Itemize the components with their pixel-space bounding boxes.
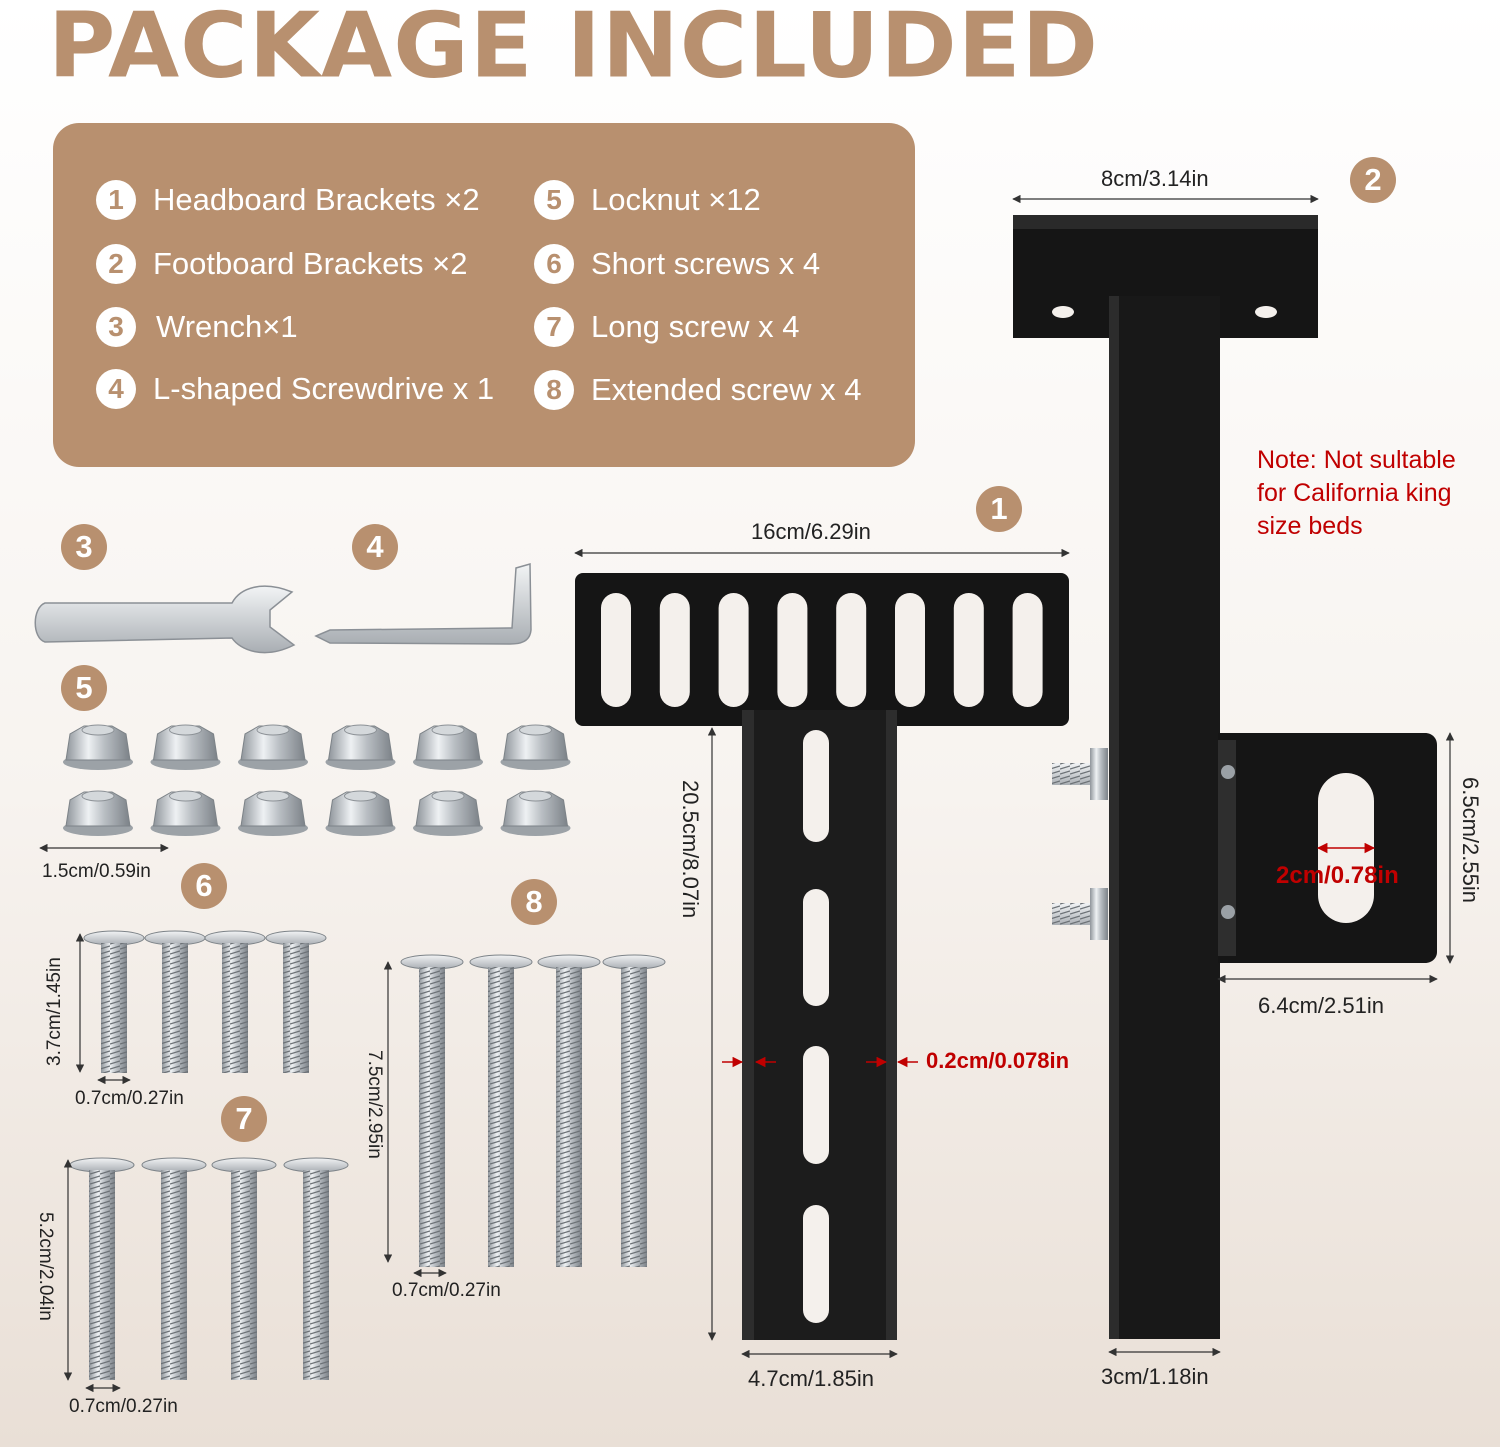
- badge-footboard: 2: [1350, 157, 1396, 203]
- badge-headboard: 1: [976, 486, 1022, 532]
- item-label: Short screws x 4: [591, 246, 821, 281]
- footboard-slot-width-label: 2cm/0.78in: [1276, 862, 1399, 889]
- screw-icon: [141, 1157, 207, 1380]
- item-number: 5: [534, 180, 574, 220]
- short-screw-width-label: 0.7cm/0.27in: [75, 1088, 184, 1109]
- list-item: 6 Short screws x 4: [534, 244, 820, 284]
- long-screw-group: [69, 1157, 349, 1380]
- dimension-lines: [39, 194, 1455, 1393]
- item-number: 7: [534, 307, 574, 347]
- badge-extended-screw: 8: [511, 879, 557, 925]
- item-number: 8: [534, 370, 574, 410]
- screw-icon: [69, 1157, 135, 1380]
- locknut-icon: [325, 790, 396, 836]
- page-title: PACKAGE INCLUDED: [48, 0, 1099, 98]
- long-screw-width-label: 0.7cm/0.27in: [69, 1396, 178, 1417]
- item-number: 6: [534, 244, 574, 284]
- screw-icon: [400, 954, 464, 1267]
- screw-icon: [144, 930, 206, 1073]
- list-item: 3 Wrench×1: [96, 307, 298, 347]
- item-number: 2: [96, 244, 136, 284]
- extended-screw-width-label: 0.7cm/0.27in: [392, 1280, 501, 1301]
- hex-key-icon: [314, 563, 532, 645]
- locknut-icon: [500, 724, 571, 770]
- short-screw-group: [83, 930, 327, 1073]
- red-dimension-lines: [722, 842, 1376, 1068]
- contents-panel: 1 Headboard Brackets ×2 2 Footboard Brac…: [53, 123, 915, 467]
- footboard-bracket: [1013, 215, 1437, 1339]
- badge-wrench: 3: [61, 524, 107, 570]
- item-label: Headboard Brackets ×2: [153, 182, 480, 217]
- list-item: 4 L-shaped Screwdrive x 1: [96, 369, 494, 409]
- item-number: 4: [96, 369, 136, 409]
- locknut-icon: [325, 724, 396, 770]
- locknut-icon: [63, 724, 133, 770]
- thickness-label: 0.2cm/0.078in: [926, 1048, 1070, 1073]
- footboard-top-width-label: 8cm/3.14in: [1101, 166, 1209, 191]
- footboard-plate-width-label: 6.4cm/2.51in: [1258, 993, 1384, 1018]
- list-item: 5 Locknut ×12: [534, 180, 761, 220]
- screw-icon: [204, 930, 266, 1073]
- badge-locknut: 5: [61, 665, 107, 711]
- list-item: 2 Footboard Brackets ×2: [96, 244, 467, 284]
- extended-screw-length-label: 7.5cm/2.95in: [364, 1050, 385, 1159]
- item-label: Locknut ×12: [591, 182, 761, 217]
- item-label: Extended screw x 4: [591, 372, 862, 407]
- headboard-bracket: [575, 573, 1069, 1340]
- screw-icon: [283, 1157, 349, 1380]
- footboard-post-width-label: 3cm/1.18in: [1101, 1364, 1209, 1389]
- screw-icon: [265, 930, 327, 1073]
- footboard-plate-height-label: 6.5cm/2.55in: [1458, 777, 1483, 903]
- locknut-icon: [413, 790, 483, 836]
- locknut-icon: [238, 790, 308, 836]
- note-text: Note: Not sultable for California king s…: [1257, 446, 1456, 540]
- locknut-icon: [238, 724, 308, 770]
- locknut-group: [63, 724, 571, 836]
- badge-hex-key: 4: [352, 524, 398, 570]
- screw-icon: [469, 954, 533, 1267]
- wrench-icon: [34, 585, 296, 654]
- list-item: 7 Long screw x 4: [534, 307, 800, 347]
- headboard-width-label: 16cm/6.29in: [751, 519, 871, 544]
- item-label: L-shaped Screwdrive x 1: [153, 371, 495, 406]
- screw-icon: [602, 954, 666, 1267]
- badge-short-screw: 6: [181, 863, 227, 909]
- locknut-width-label: 1.5cm/0.59in: [42, 861, 151, 882]
- item-label: Long screw x 4: [591, 309, 800, 344]
- long-screw-length-label: 5.2cm/2.04in: [35, 1212, 56, 1321]
- item-label: Wrench×1: [156, 309, 298, 344]
- list-item: 8 Extended screw x 4: [534, 370, 862, 410]
- short-screw-length-label: 3.7cm/1.45in: [44, 957, 65, 1066]
- badge-long-screw: 7: [221, 1096, 267, 1142]
- locknut-icon: [63, 790, 133, 836]
- locknut-icon: [150, 724, 221, 770]
- list-item: 1 Headboard Brackets ×2: [96, 180, 480, 220]
- screw-icon: [83, 930, 145, 1073]
- locknut-icon: [500, 790, 571, 836]
- item-number: 1: [96, 180, 136, 220]
- item-number: 3: [96, 307, 136, 347]
- headboard-height-label: 20.5cm/8.07in: [678, 780, 703, 919]
- locknut-icon: [150, 790, 221, 836]
- screw-icon: [537, 954, 601, 1267]
- extended-screw-group: [400, 954, 666, 1267]
- screw-icon: [211, 1157, 277, 1380]
- headboard-leg-width-label: 4.7cm/1.85in: [748, 1366, 874, 1391]
- locknut-icon: [413, 724, 483, 770]
- item-label: Footboard Brackets ×2: [153, 246, 468, 281]
